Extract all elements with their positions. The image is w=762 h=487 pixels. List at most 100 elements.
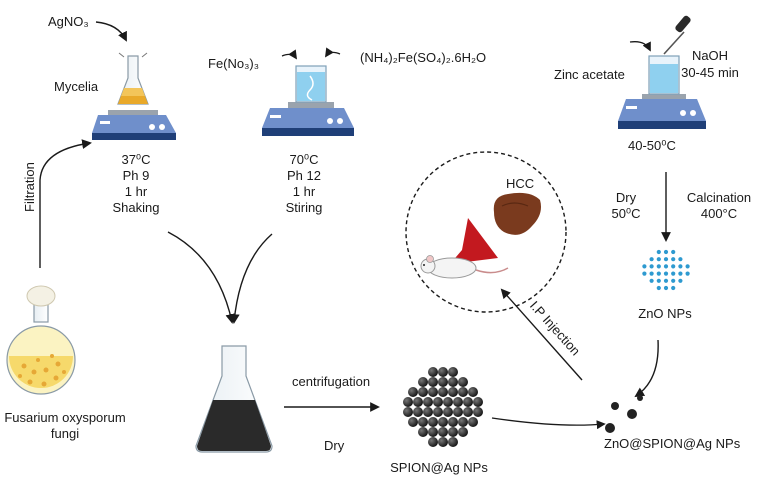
nanoparticle bbox=[428, 427, 438, 437]
nanoparticle bbox=[448, 417, 458, 427]
nanoparticle bbox=[418, 387, 428, 397]
label-fungi-line1: Fusarium oxysporum bbox=[4, 410, 126, 425]
label-fe-no3: Fe(No₃)₃ bbox=[208, 56, 260, 71]
label-mycelia: Mycelia bbox=[54, 79, 99, 94]
nanoparticle bbox=[438, 417, 448, 427]
nanoparticle bbox=[458, 387, 468, 397]
nanoparticle bbox=[428, 387, 438, 397]
zno-dot bbox=[678, 278, 683, 283]
nanoparticle bbox=[463, 397, 473, 407]
fungi-flask bbox=[6, 285, 76, 395]
zno-dot bbox=[663, 264, 669, 269]
nanoparticle bbox=[408, 387, 418, 397]
erlenmeyer-flask-product bbox=[195, 345, 273, 453]
nanoparticle bbox=[438, 437, 448, 447]
zno-nanoparticles bbox=[642, 249, 690, 291]
add-arrow-fe-left bbox=[281, 49, 298, 60]
arrow-spion-to-final bbox=[491, 417, 606, 430]
nanoparticle bbox=[418, 377, 428, 387]
condition-line: Stiring bbox=[285, 200, 323, 215]
nanoparticle bbox=[468, 387, 478, 397]
nanoparticle bbox=[443, 407, 453, 417]
zno-dot bbox=[685, 264, 690, 269]
label-calc-temp: 400°C bbox=[700, 206, 738, 221]
flask-mycelia bbox=[117, 52, 149, 105]
condition-line: 37⁰C bbox=[121, 152, 151, 167]
nanoparticle bbox=[413, 397, 423, 407]
label-filtration: Filtration bbox=[22, 162, 37, 212]
label-spion-ag: SPION@Ag NPs bbox=[390, 460, 488, 475]
hotplate-stirrer-1 bbox=[92, 110, 176, 140]
condition-line: 1 hr bbox=[292, 184, 316, 199]
add-arrow-agno3 bbox=[95, 21, 127, 42]
add-arrow-zinc bbox=[629, 41, 651, 52]
zno-dot bbox=[649, 264, 654, 269]
nanoparticle bbox=[423, 397, 433, 407]
nanoparticle bbox=[433, 397, 443, 407]
label-dry-center: Dry bbox=[324, 438, 345, 453]
condition-line: Shaking bbox=[112, 200, 160, 215]
zno-dot bbox=[656, 249, 661, 255]
nanoparticle bbox=[418, 427, 428, 437]
zno-dot bbox=[671, 285, 676, 291]
zno-dot bbox=[656, 257, 661, 262]
label-naoh-time: 30-45 min bbox=[681, 65, 739, 80]
nanoparticle bbox=[423, 407, 433, 417]
arrow-right-to-flask bbox=[229, 233, 273, 324]
label-fungi-line2: fungi bbox=[50, 426, 80, 441]
zno-dot bbox=[656, 278, 661, 283]
arrow-left-to-flask bbox=[167, 231, 236, 324]
nanoparticle bbox=[458, 377, 468, 387]
final-nanoparticles bbox=[605, 395, 643, 433]
condition-line: Ph 12 bbox=[287, 168, 321, 183]
label-agno3: AgNO₃ bbox=[48, 14, 89, 29]
zno-dot bbox=[649, 257, 654, 262]
zno-dot bbox=[678, 257, 683, 262]
label-zinc-temp: 40-50⁰C bbox=[628, 138, 676, 153]
label-calcination: Calcination bbox=[686, 190, 752, 205]
zno-dot bbox=[678, 271, 683, 276]
zno-dot bbox=[649, 271, 654, 276]
nanoparticle bbox=[408, 417, 418, 427]
nanoparticle bbox=[428, 437, 438, 447]
nanoparticle bbox=[468, 417, 478, 427]
nanoparticle bbox=[443, 397, 453, 407]
nanoparticle bbox=[448, 387, 458, 397]
zno-dot bbox=[663, 249, 669, 255]
label-zinc-acetate: Zinc acetate bbox=[554, 67, 625, 82]
nanoparticle bbox=[428, 417, 438, 427]
arrow-zno-to-final bbox=[634, 339, 659, 398]
nanoparticle bbox=[448, 367, 458, 377]
nanoparticle bbox=[473, 397, 483, 407]
nanoparticle bbox=[418, 417, 428, 427]
label-hcc: HCC bbox=[506, 176, 535, 191]
nanoparticle bbox=[473, 407, 483, 417]
condition-line: 70⁰C bbox=[289, 152, 319, 167]
nanoparticle bbox=[433, 407, 443, 417]
nanoparticle bbox=[438, 367, 448, 377]
ip-injection-arrow bbox=[500, 288, 583, 381]
label-dry-temp: 50⁰C bbox=[611, 206, 641, 221]
mouse-icon bbox=[420, 255, 509, 279]
dropper-pipette bbox=[663, 15, 691, 55]
zno-dot bbox=[671, 249, 676, 255]
zno-dot bbox=[656, 264, 661, 269]
nanoparticle bbox=[403, 397, 413, 407]
zno-dot bbox=[671, 264, 676, 269]
liver-icon bbox=[493, 192, 541, 235]
spion-ag-nanoparticle-cluster bbox=[403, 367, 483, 447]
zno-dot bbox=[671, 271, 676, 276]
nanoparticle bbox=[403, 407, 413, 417]
label-zno-nps: ZnO NPs bbox=[638, 306, 692, 321]
zno-dot bbox=[663, 278, 669, 283]
zno-dot bbox=[663, 285, 669, 291]
condition-line: Ph 9 bbox=[122, 168, 150, 183]
add-arrow-fe-right bbox=[324, 47, 341, 58]
hotplate-stirrer-3 bbox=[618, 94, 706, 129]
zno-dot bbox=[656, 285, 661, 291]
label-dry-right: Dry bbox=[615, 190, 637, 205]
beaker-fe bbox=[295, 65, 327, 103]
